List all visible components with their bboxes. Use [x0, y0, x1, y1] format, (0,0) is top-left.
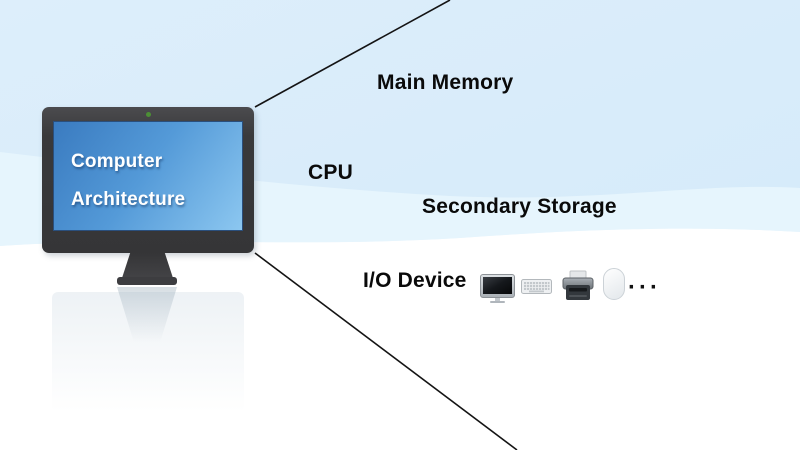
- label-secondary-storage: Secondary Storage: [422, 195, 617, 218]
- mouse-icon: [603, 268, 625, 300]
- label-main-memory: Main Memory: [377, 71, 514, 94]
- connector-line-bottom: [254, 252, 518, 450]
- connector-line-top: [254, 0, 451, 108]
- monitor-stand-base: [117, 277, 177, 285]
- camera-dot-icon: [146, 112, 151, 117]
- monitor-graphic: Computer Architecture: [42, 107, 254, 253]
- keyboard-icon: [521, 279, 552, 294]
- monitor-screen: Computer Architecture: [53, 121, 243, 231]
- screen-title-line2: Architecture: [71, 189, 186, 210]
- desktop-monitor-icon: [480, 274, 515, 303]
- printer-icon: [562, 270, 594, 300]
- monitor-stand-neck: [122, 253, 173, 278]
- ellipsis-dots: ···: [628, 274, 661, 301]
- white-foreground: [0, 228, 800, 450]
- monitor-reflection: [52, 292, 244, 412]
- label-cpu: CPU: [308, 161, 353, 184]
- label-io-device: I/O Device: [363, 269, 467, 292]
- screen-title-line1: Computer: [71, 151, 163, 172]
